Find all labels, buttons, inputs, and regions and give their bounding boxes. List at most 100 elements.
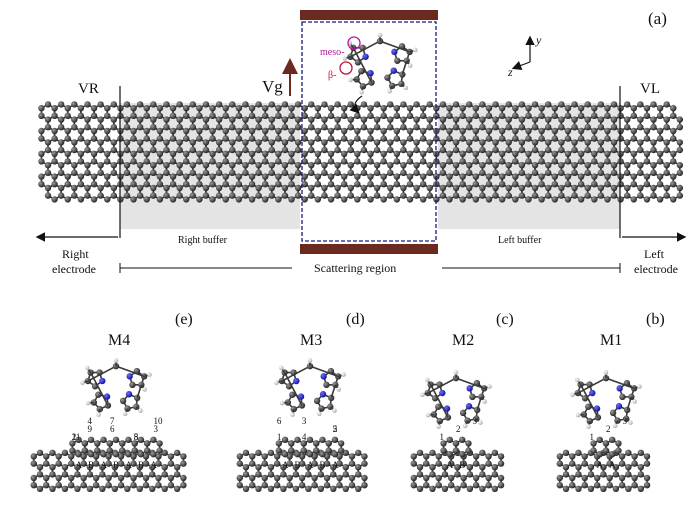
ribbon-atom <box>610 192 618 199</box>
lattice-atom <box>447 460 455 467</box>
lattice-atom <box>173 485 181 492</box>
lattice-atom <box>441 464 449 471</box>
carbon-atom <box>119 397 127 405</box>
ribbon-atom <box>189 139 196 146</box>
ribbon-atom <box>466 101 473 108</box>
ribbon-atom <box>485 127 493 135</box>
ribbon-atom <box>498 150 506 157</box>
lattice-atom <box>556 482 563 489</box>
hydrogen-atom <box>342 56 347 61</box>
ribbon-atom <box>419 158 427 165</box>
site-number-label: 4 <box>88 416 93 426</box>
hydrogen-atom <box>420 392 425 398</box>
ribbon-atom <box>531 116 539 123</box>
ribbon-atom <box>584 192 591 199</box>
hydrogen-atom <box>278 365 284 371</box>
ribbon-atom <box>650 162 657 169</box>
ribbon-atom <box>413 169 420 176</box>
lattice-atom <box>136 464 143 471</box>
ribbon-atom <box>321 101 328 108</box>
ribbon-atom <box>90 181 98 188</box>
ribbon-atom <box>630 150 637 157</box>
scattering-region-label: Scattering region <box>314 261 396 275</box>
ribbon-atom <box>308 192 315 199</box>
sublattice-label: B <box>459 460 465 470</box>
ribbon-atom <box>656 196 664 203</box>
ribbon-atom <box>472 158 480 165</box>
ribbon-atom <box>104 105 111 112</box>
ribbon-atom <box>183 135 190 142</box>
lattice-atom <box>30 482 37 489</box>
ribbon-atom <box>604 127 611 135</box>
ribbon-atom <box>676 116 684 123</box>
ribbon-atom <box>340 127 348 135</box>
lattice-atom <box>36 471 44 478</box>
ribbon-atom <box>597 116 605 123</box>
lattice-atom <box>485 460 492 467</box>
lattice-atom <box>342 464 349 471</box>
ribbon-atom <box>84 124 91 131</box>
ribbon-atom <box>551 112 558 120</box>
ribbon-atom <box>163 139 170 146</box>
ribbon-atom <box>406 135 414 142</box>
ribbon-atom <box>123 116 131 123</box>
ribbon-atom <box>169 135 177 142</box>
ribbon-atom <box>643 112 651 120</box>
lattice-atom <box>612 485 620 492</box>
ribbon-atom <box>347 192 354 199</box>
ribbon-atom <box>650 192 657 199</box>
ribbon-atom <box>130 158 137 165</box>
lattice-atom <box>600 485 607 492</box>
lattice-atom <box>267 471 275 478</box>
site-number-label: 3 <box>622 416 627 426</box>
ribbon-atom <box>433 105 440 112</box>
ribbon-atom <box>512 181 519 188</box>
ribbon-atom <box>380 158 387 165</box>
ribbon-atom <box>196 196 203 203</box>
ribbon-atom <box>413 116 420 123</box>
lattice-atom <box>249 482 256 489</box>
lattice-atom <box>267 485 275 492</box>
carbon-atom <box>614 417 621 424</box>
ribbon-atom <box>591 135 598 142</box>
ribbon-atom <box>617 105 624 112</box>
ribbon-atom <box>229 184 236 192</box>
nitrogen-atom <box>443 405 451 412</box>
bridge-atom <box>106 447 113 454</box>
ribbon-atom <box>44 124 52 131</box>
ribbon-atom <box>143 150 150 157</box>
ribbon-atom <box>143 135 150 142</box>
ribbon-atom <box>163 162 170 169</box>
bridge-atom <box>306 451 314 458</box>
ribbon-atom <box>670 181 677 188</box>
lattice-atom <box>410 460 417 467</box>
lattice-atom <box>273 453 281 460</box>
ribbon-atom <box>393 112 401 120</box>
ribbon-atom <box>637 146 644 154</box>
hydrogen-atom <box>407 63 413 68</box>
lattice-atom <box>61 449 69 456</box>
ribbon-atom <box>426 192 433 199</box>
ribbon-atom <box>334 101 341 108</box>
ribbon-atom <box>294 124 302 131</box>
bridge-atom <box>459 436 466 443</box>
ribbon-atom <box>44 101 52 108</box>
lattice-atom <box>466 485 474 492</box>
ribbon-atom <box>558 184 565 192</box>
lattice-atom <box>311 482 318 489</box>
lattice-atom <box>631 482 638 489</box>
bridge-atom <box>137 451 145 458</box>
ribbon-atom <box>637 124 644 131</box>
lattice-atom <box>600 471 607 478</box>
hydrogen-atom <box>359 89 364 95</box>
ribbon-atom <box>466 162 473 169</box>
lattice-atom <box>311 474 318 482</box>
ribbon-atom <box>498 127 506 135</box>
ribbon-atom <box>84 101 91 108</box>
ribbon-atom <box>439 116 447 123</box>
ribbon-atom <box>189 101 196 108</box>
ribbon-atom <box>229 139 236 146</box>
lattice-atom <box>261 474 268 482</box>
ribbon-atom <box>479 162 486 169</box>
